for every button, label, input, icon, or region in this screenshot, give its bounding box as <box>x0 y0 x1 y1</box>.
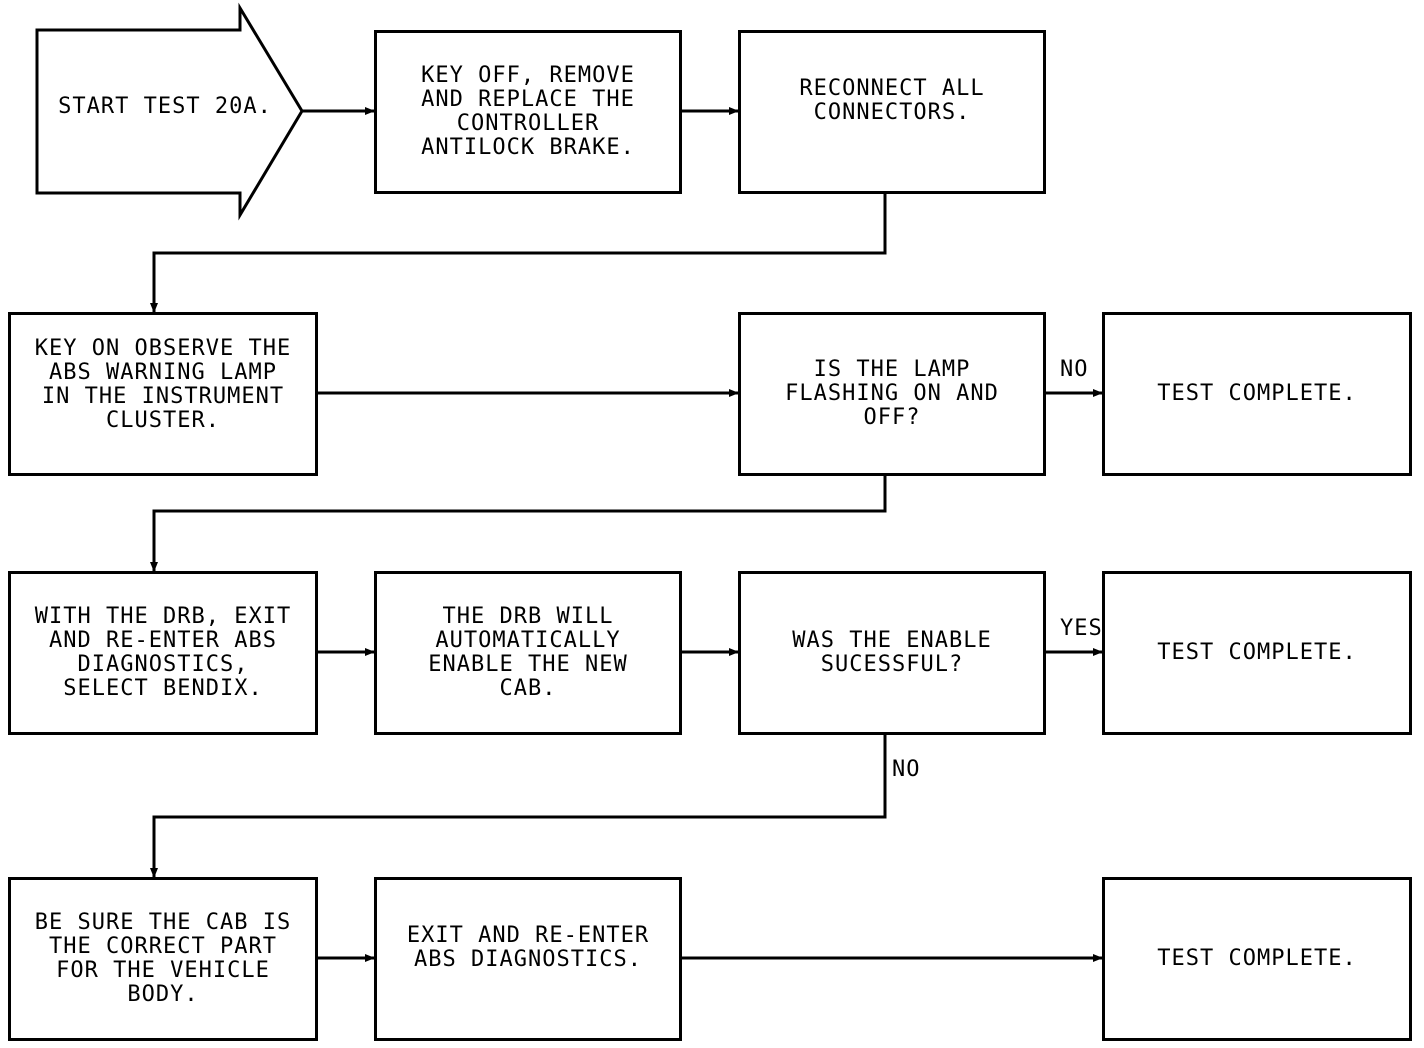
step-drb-auto-enable-text: THE DRB WILL AUTOMATICALLY ENABLE THE NE… <box>428 604 628 701</box>
step-key-on-observe: KEY ON OBSERVE THE ABS WARNING LAMP IN T… <box>8 312 318 476</box>
start-label: START TEST 20A. <box>58 94 272 119</box>
step-test-complete-3-text: TEST COMPLETE. <box>1157 946 1357 971</box>
step-test-complete-1-text: TEST COMPLETE. <box>1157 381 1357 406</box>
step-reconnect: RECONNECT ALL CONNECTORS. <box>738 30 1046 194</box>
step-test-complete-3: TEST COMPLETE. <box>1102 877 1412 1041</box>
connector-lamp-q-to-drb <box>150 476 887 572</box>
step-key-on-observe-text: KEY ON OBSERVE THE ABS WARNING LAMP IN T… <box>34 336 292 433</box>
step-exit-reenter: EXIT AND RE-ENTER ABS DIAGNOSTICS. <box>374 877 682 1041</box>
step-cab-correct-part-text: BE SURE THE CAB IS THE CORRECT PART FOR … <box>34 910 292 1007</box>
step-drb-exit-reenter-text: WITH THE DRB, EXIT AND RE-ENTER ABS DIAG… <box>34 604 292 701</box>
connector-enable-q-no <box>150 735 887 878</box>
step-test-complete-1: TEST COMPLETE. <box>1102 312 1412 476</box>
decision-enable-successful-text: WAS THE ENABLE SUCESSFUL? <box>792 628 992 677</box>
start-arrow-shape <box>35 2 304 221</box>
step-replace-controller: KEY OFF, REMOVE AND REPLACE THE CONTROLL… <box>374 30 682 194</box>
decision-lamp-flashing: IS THE LAMP FLASHING ON AND OFF? <box>738 312 1046 476</box>
step-reconnect-text: RECONNECT ALL CONNECTORS. <box>799 76 985 125</box>
label-no-lamp: NO <box>1060 357 1089 382</box>
step-test-complete-2: TEST COMPLETE. <box>1102 571 1412 735</box>
step-drb-exit-reenter: WITH THE DRB, EXIT AND RE-ENTER ABS DIAG… <box>8 571 318 735</box>
step-exit-reenter-text: EXIT AND RE-ENTER ABS DIAGNOSTICS. <box>406 923 650 972</box>
decision-lamp-flashing-text: IS THE LAMP FLASHING ON AND OFF? <box>785 357 999 430</box>
step-test-complete-2-text: TEST COMPLETE. <box>1157 640 1357 665</box>
label-no-enable: NO <box>892 757 921 782</box>
label-yes-enable: YES <box>1060 616 1103 641</box>
step-replace-controller-text: KEY OFF, REMOVE AND REPLACE THE CONTROLL… <box>421 63 635 160</box>
connector-reconnect-to-key-on <box>150 193 887 313</box>
step-cab-correct-part: BE SURE THE CAB IS THE CORRECT PART FOR … <box>8 877 318 1041</box>
decision-enable-successful: WAS THE ENABLE SUCESSFUL? <box>738 571 1046 735</box>
step-drb-auto-enable: THE DRB WILL AUTOMATICALLY ENABLE THE NE… <box>374 571 682 735</box>
